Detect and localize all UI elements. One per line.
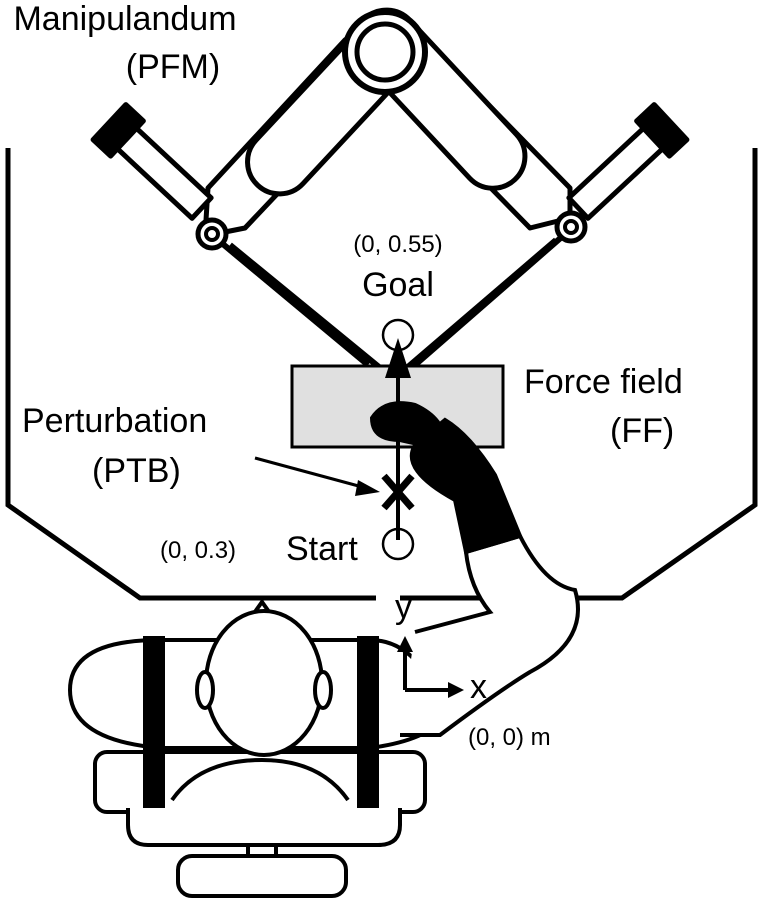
manipulandum-abbr-label: (PFM) bbox=[126, 48, 220, 86]
trajectory-arrowhead bbox=[385, 338, 411, 378]
goal-target bbox=[381, 318, 415, 352]
subject-head bbox=[195, 598, 333, 757]
origin-label: (0, 0) m bbox=[468, 724, 551, 751]
subject-arm bbox=[369, 401, 580, 737]
goal-label: Goal bbox=[362, 266, 434, 304]
coordinate-axes bbox=[403, 648, 452, 692]
right-shoulder-strap bbox=[357, 636, 379, 808]
goal-coordinate-label: (0, 0.55) bbox=[353, 231, 442, 258]
perturbation-pointer bbox=[254, 456, 367, 490]
left-shoulder-strap bbox=[143, 636, 165, 808]
perturbation-pointer-head bbox=[355, 480, 380, 496]
y-axis-arrowhead bbox=[397, 636, 413, 652]
manipulandum-label: Manipulandum bbox=[13, 0, 236, 38]
force-field-abbr-label: (FF) bbox=[610, 412, 674, 450]
y-axis-label: y bbox=[395, 588, 412, 626]
perturbation-abbr-label: (PTB) bbox=[92, 452, 181, 490]
start-coordinate-label: (0, 0.3) bbox=[160, 537, 236, 564]
manipulandum-robot bbox=[90, 7, 690, 375]
start-target bbox=[381, 527, 415, 561]
force-field-label: Force field bbox=[524, 363, 683, 401]
perturbation-cross-icon bbox=[381, 473, 415, 511]
start-label: Start bbox=[286, 530, 358, 568]
x-axis-arrowhead bbox=[448, 682, 464, 698]
chair bbox=[93, 750, 427, 898]
perturbation-label: Perturbation bbox=[22, 402, 207, 440]
x-axis-label: x bbox=[470, 668, 487, 706]
